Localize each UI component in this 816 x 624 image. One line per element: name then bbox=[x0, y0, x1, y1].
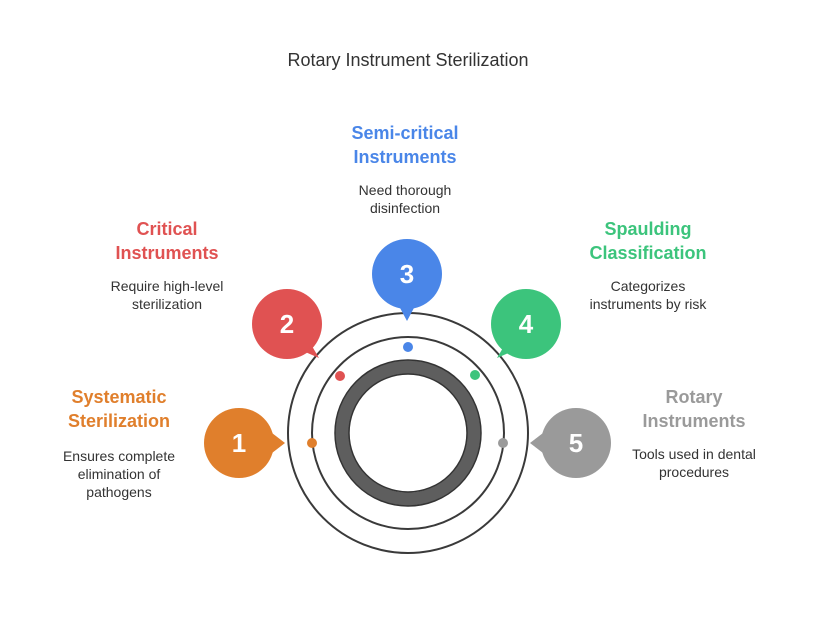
badge-1: 1 bbox=[204, 408, 285, 478]
marker-dot-5 bbox=[498, 438, 508, 448]
item-5-title: Rotary Instruments bbox=[642, 387, 746, 431]
item-2-description: Require high-level sterilization bbox=[110, 278, 224, 312]
marker-dot-1 bbox=[307, 438, 317, 448]
badge-4: 4 bbox=[491, 289, 561, 359]
middle-ring bbox=[311, 336, 505, 530]
core-ring-outline-outer bbox=[334, 359, 482, 507]
svg-text:2: 2 bbox=[280, 309, 294, 339]
marker-dot-2 bbox=[335, 371, 345, 381]
marker-dot-4 bbox=[470, 370, 480, 380]
item-5-description: Tools used in dental procedures bbox=[632, 446, 756, 480]
svg-text:1: 1 bbox=[232, 428, 246, 458]
core-ring bbox=[335, 360, 481, 506]
badge-2: 2 bbox=[252, 289, 322, 359]
svg-text:4: 4 bbox=[519, 309, 534, 339]
core-ring-outline-inner bbox=[348, 373, 468, 493]
badge-3: 3 bbox=[372, 239, 442, 321]
item-4-description: Categorizes instruments by risk bbox=[589, 278, 707, 312]
item-3-title: Semi-critical Instruments bbox=[351, 123, 459, 167]
item-3-description: Need thorough disinfection bbox=[358, 182, 452, 216]
diagram-title: Rotary Instrument Sterilization bbox=[287, 50, 529, 70]
svg-text:5: 5 bbox=[569, 428, 583, 458]
item-2-title: Critical Instruments bbox=[115, 219, 219, 263]
item-1-title: Systematic Sterilization bbox=[67, 387, 170, 431]
item-1-description: Ensures complete elimination of pathogen… bbox=[62, 448, 176, 500]
marker-dot-3 bbox=[403, 342, 413, 352]
svg-text:3: 3 bbox=[400, 259, 414, 289]
item-4-title: Spaulding Classification bbox=[589, 219, 707, 263]
badge-5: 5 bbox=[530, 408, 611, 478]
